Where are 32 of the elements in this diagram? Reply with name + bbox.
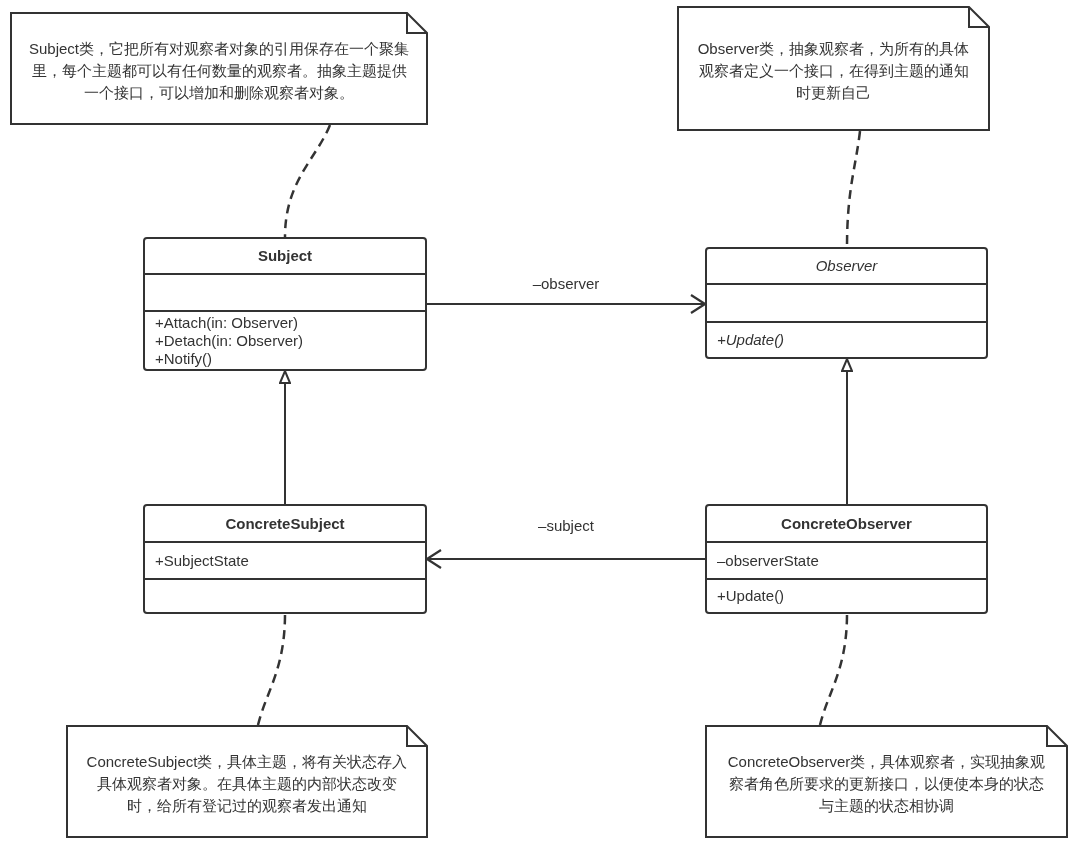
attribute-text: +SubjectState <box>155 551 249 570</box>
class-box <box>705 504 988 614</box>
note-box <box>677 6 990 131</box>
class-name: ConcreteSubject <box>225 514 345 533</box>
class-name: Observer <box>815 257 878 275</box>
class-name: ConcreteObserver <box>781 514 912 533</box>
method-text: +Update() <box>717 587 785 605</box>
dashed-note-link <box>845 130 862 247</box>
association-arrow <box>426 293 707 315</box>
class-box <box>143 504 427 614</box>
class-box <box>143 237 427 371</box>
method-text: +Notify() <box>155 349 213 368</box>
note-text: ConcreteObserver类，具体观察者，实现抽象观察者角色所要求的更新接口，以便使本身的状态与主题的状态相协调 <box>726 751 1047 816</box>
dashed-note-link <box>283 124 332 238</box>
note-box <box>705 725 1068 838</box>
dashed-note-link <box>818 613 849 726</box>
class-name: Subject <box>257 247 313 265</box>
method-text: +Attach(in: Observer) <box>155 313 298 332</box>
note-text: Subject类，它把所有对观察者对象的引用保存在一个聚集里，每个主题都可以有任何数量的观察者。抽象主题提供一个接口，可以增加和删除观察者对象。 <box>28 38 410 103</box>
note-box <box>66 725 428 838</box>
inheritance-arrow <box>841 358 853 505</box>
method-text: +Update() <box>717 331 785 349</box>
class-box <box>705 247 988 359</box>
attribute-text: –observerState <box>717 551 819 570</box>
note-text: ConcreteSubject类，具体主题，将有关状态存入具体观察者对象。在具体主题的内部状态改变时，给所有登记过的观察者发出通知 <box>85 751 409 816</box>
note-text: Observer类，抽象观察者，为所有的具体观察者定义一个接口，在得到主题的通知时更新自己 <box>696 38 971 103</box>
method-text: +Detach(in: Observer) <box>155 331 303 350</box>
edge-label: –subject <box>535 517 597 535</box>
inheritance-arrow <box>279 370 291 505</box>
note-box <box>10 12 428 125</box>
dashed-note-link <box>256 613 287 726</box>
association-arrow <box>425 548 706 570</box>
